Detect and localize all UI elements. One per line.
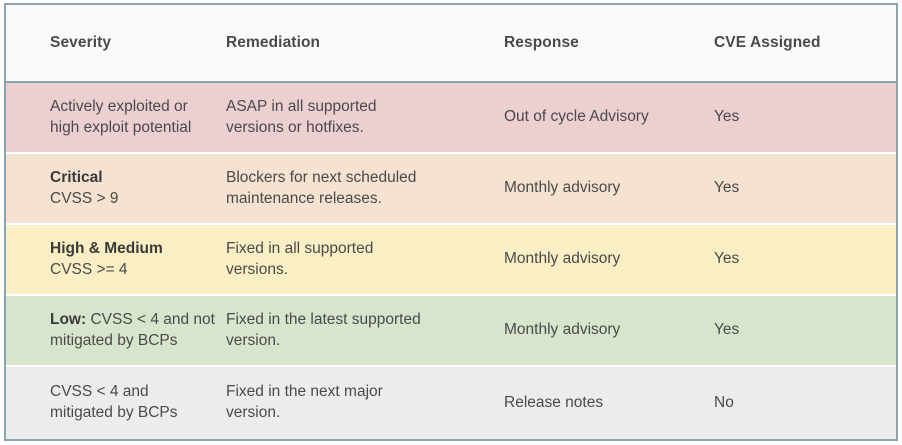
remediation-line-2: version. xyxy=(226,404,281,421)
severity-label-bold: High & Medium xyxy=(50,239,163,257)
table-row: Low: CVSS < 4 and not mitigated by BCPs Fi… xyxy=(6,296,896,367)
column-header-cve-assigned: CVE Assigned xyxy=(714,33,821,51)
cell-severity: Actively exploited or high exploit potent… xyxy=(6,97,226,139)
remediation-line-2: versions. xyxy=(226,260,289,278)
cell-response: Monthly advisory xyxy=(504,321,621,339)
severity-detail-line-1: CVSS < 4 and xyxy=(50,383,149,401)
cell-severity: Low: CVSS < 4 and not mitigated by BCPs xyxy=(6,310,226,352)
remediation-line-1: Fixed in all supported xyxy=(226,239,374,257)
cell-cve-assigned: Yes xyxy=(714,321,740,339)
remediation-line-2: version. xyxy=(226,331,281,349)
cell-response: Monthly advisory xyxy=(504,179,621,197)
cell-response: Release notes xyxy=(504,393,604,411)
remediation-line-2: maintenance releases. xyxy=(226,189,382,207)
severity-label-bold: Critical xyxy=(50,168,103,186)
remediation-line-1: Fixed in the latest supported xyxy=(226,310,421,328)
table-body: Actively exploited or high exploit potent… xyxy=(6,83,896,439)
severity-detail-line-1: CVSS > 9 xyxy=(50,189,119,207)
column-header-response: Response xyxy=(504,33,579,51)
cell-severity: CVSS < 4 and mitigated by BCPs xyxy=(6,382,226,424)
severity-policy-table: Severity Remediation Response CVE Assign… xyxy=(4,3,898,441)
remediation-line-1: Blockers for next scheduled xyxy=(226,168,417,186)
remediation-line-2: versions or hotfixes. xyxy=(226,118,364,136)
cell-remediation: ASAP in all supported versions or hotfixe… xyxy=(226,97,504,139)
severity-detail-line-1: CVSS < 4 and not xyxy=(86,310,215,328)
table-header-row: Severity Remediation Response CVE Assign… xyxy=(6,5,896,83)
table-row: Actively exploited or high exploit potent… xyxy=(6,83,896,154)
cell-response: Out of cycle Advisory xyxy=(504,108,649,126)
remediation-line-1: ASAP in all supported xyxy=(226,97,377,115)
cell-cve-assigned: No xyxy=(714,393,734,411)
cell-cve-assigned: Yes xyxy=(714,179,740,197)
remediation-line-1: Fixed in the next major xyxy=(226,383,383,401)
cell-response: Monthly advisory xyxy=(504,250,621,268)
severity-label-bold: Low: xyxy=(50,310,87,328)
severity-detail-line-1: Actively exploited or xyxy=(50,97,188,115)
cell-cve-assigned: Yes xyxy=(714,108,740,126)
severity-detail-line-2: high exploit potential xyxy=(50,118,192,136)
cell-cve-assigned: Yes xyxy=(714,250,740,268)
cell-remediation: Fixed in the next major version. xyxy=(226,382,504,424)
severity-detail-line-1: CVSS >= 4 xyxy=(50,260,128,278)
severity-detail-line-2: mitigated by BCPs xyxy=(50,404,178,421)
cell-remediation: Blockers for next scheduled maintenance r… xyxy=(226,168,504,210)
cell-remediation: Fixed in all supported versions. xyxy=(226,239,504,281)
column-header-remediation: Remediation xyxy=(226,33,321,51)
cell-remediation: Fixed in the latest supported version. xyxy=(226,310,504,352)
column-header-severity: Severity xyxy=(50,33,112,51)
severity-detail-line-2: mitigated by BCPs xyxy=(50,331,178,349)
table-row: CVSS < 4 and mitigated by BCPs Fixed in th… xyxy=(6,367,896,439)
